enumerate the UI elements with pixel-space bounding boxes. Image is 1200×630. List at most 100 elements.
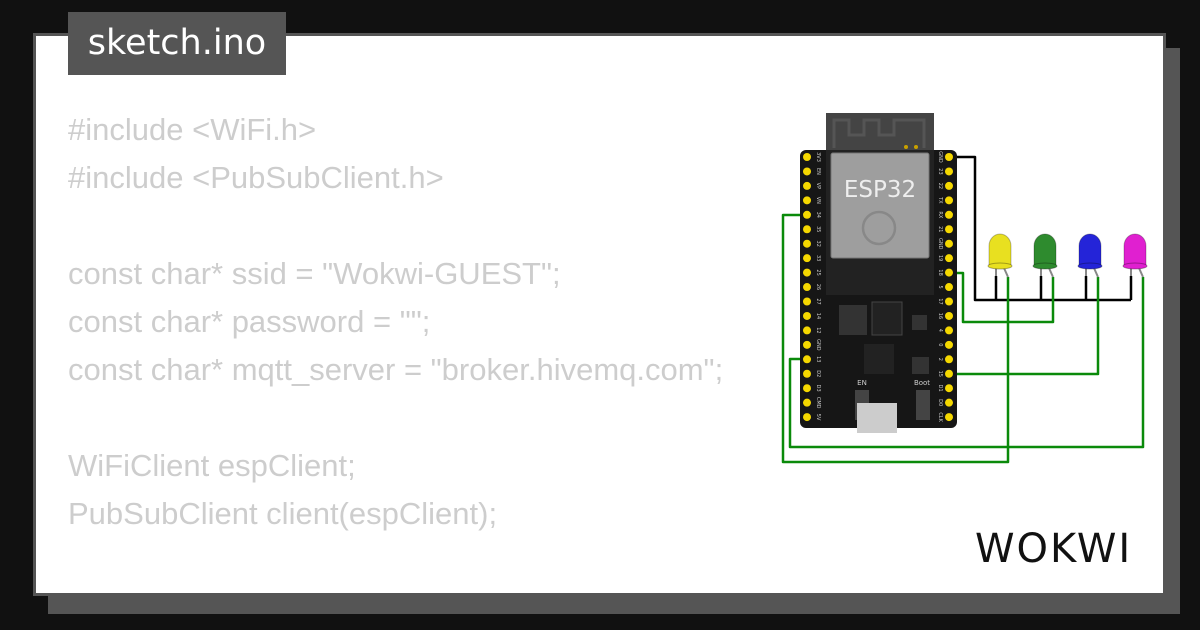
code-line: #include <WiFi.h> bbox=[68, 112, 317, 147]
pin-12[interactable] bbox=[803, 326, 811, 335]
pin-label: 18 bbox=[937, 269, 943, 275]
espressif-logo-icon bbox=[861, 210, 897, 246]
pin-label: 17 bbox=[937, 298, 943, 304]
pin-26[interactable] bbox=[803, 283, 811, 292]
pin-label: TX bbox=[937, 196, 943, 204]
pin-label: 16 bbox=[937, 313, 943, 319]
pin-VP[interactable] bbox=[803, 181, 811, 190]
code-line: const char* mqtt_server = "broker.hivemq… bbox=[68, 352, 724, 387]
pin-label: 14 bbox=[815, 313, 821, 319]
pin-23[interactable] bbox=[945, 167, 953, 176]
wire-signal-yellow[interactable] bbox=[781, 213, 1010, 464]
pin-2[interactable] bbox=[945, 355, 953, 364]
pin-GND[interactable] bbox=[945, 239, 953, 248]
pin-CMD[interactable] bbox=[803, 398, 811, 407]
pin-32[interactable] bbox=[803, 239, 811, 248]
pin-VN[interactable] bbox=[803, 196, 811, 205]
pin-label: 25 bbox=[815, 269, 821, 275]
pin-label: 34 bbox=[815, 212, 821, 218]
pin-TX[interactable] bbox=[945, 196, 953, 205]
code-line: const char* password = ""; bbox=[68, 304, 431, 339]
pin-21[interactable] bbox=[945, 225, 953, 234]
pin-35[interactable] bbox=[803, 225, 811, 234]
wire-signal-magenta[interactable] bbox=[788, 277, 1145, 449]
pin-label: 4 bbox=[937, 329, 943, 332]
led-yellow[interactable] bbox=[987, 233, 1013, 278]
module-shield bbox=[830, 152, 930, 259]
pin-label: 35 bbox=[815, 226, 821, 232]
pin-label: 2 bbox=[937, 358, 943, 361]
pin-label: D0 bbox=[937, 399, 943, 406]
esp32-board[interactable]: ESP32 EN Boot 3V3ENVPVN34353233252627141… bbox=[800, 113, 957, 433]
pin-34[interactable] bbox=[803, 210, 811, 219]
pin-15[interactable] bbox=[945, 369, 953, 378]
code-line: PubSubClient client(espClient); bbox=[68, 496, 498, 531]
pin-label: GND bbox=[937, 151, 943, 163]
pin-label: 22 bbox=[937, 183, 943, 189]
pin-label: 26 bbox=[815, 284, 821, 290]
pin-label: 0 bbox=[937, 343, 943, 346]
pin-D3[interactable] bbox=[803, 384, 811, 393]
pin-label: RX bbox=[937, 211, 943, 218]
pin-17[interactable] bbox=[945, 297, 953, 306]
pin-0[interactable] bbox=[945, 340, 953, 349]
pin-13[interactable] bbox=[803, 355, 811, 364]
pin-label: D1 bbox=[937, 385, 943, 392]
usb-port bbox=[857, 403, 897, 433]
pin-label: VN bbox=[815, 197, 821, 204]
pin-label: 5V bbox=[815, 414, 821, 421]
pin-27[interactable] bbox=[803, 297, 811, 306]
pin-GND[interactable] bbox=[945, 153, 953, 161]
pin-3V3[interactable] bbox=[803, 153, 811, 161]
pin-19[interactable] bbox=[945, 254, 953, 263]
pin-5V[interactable] bbox=[803, 413, 811, 422]
pin-label: 27 bbox=[815, 298, 821, 304]
pin-label: 15 bbox=[937, 371, 943, 377]
pin-label: 19 bbox=[937, 255, 943, 261]
preview-card: #include <WiFi.h> #include <PubSubClient.… bbox=[33, 33, 1166, 596]
pin-D1[interactable] bbox=[945, 384, 953, 393]
pin-label: 12 bbox=[815, 327, 821, 333]
pin-5[interactable] bbox=[945, 283, 953, 292]
pin-22[interactable] bbox=[945, 181, 953, 190]
code-line: #include <PubSubClient.h> bbox=[68, 160, 444, 195]
pin-18[interactable] bbox=[945, 268, 953, 277]
led-blue[interactable] bbox=[1077, 233, 1103, 278]
pin-RX[interactable] bbox=[945, 210, 953, 219]
pin-label: 13 bbox=[815, 356, 821, 362]
pin-label: EN bbox=[815, 168, 821, 175]
pin-CLK[interactable] bbox=[945, 413, 953, 422]
board-label: ESP32 bbox=[844, 177, 916, 203]
code-line: WiFiClient espClient; bbox=[68, 448, 356, 483]
pin-33[interactable] bbox=[803, 254, 811, 263]
pin-label: 3V3 bbox=[815, 152, 821, 162]
file-tab[interactable]: sketch.ino bbox=[68, 12, 286, 75]
code-line: void setup_wifi() { bbox=[68, 586, 723, 593]
pin-label: 23 bbox=[937, 168, 943, 174]
wokwi-logo: WOKWI bbox=[975, 526, 1132, 572]
pin-D0[interactable] bbox=[945, 398, 953, 407]
pin-25[interactable] bbox=[803, 268, 811, 277]
pin-14[interactable] bbox=[803, 311, 811, 320]
led-green[interactable] bbox=[1032, 233, 1058, 278]
pin-label: GND bbox=[937, 238, 943, 250]
boot-button[interactable] bbox=[916, 390, 930, 420]
pin-D2[interactable] bbox=[803, 369, 811, 378]
pin-label: 5 bbox=[937, 285, 943, 288]
code-view: #include <WiFi.h> #include <PubSubClient.… bbox=[68, 106, 724, 593]
pin-label: D3 bbox=[815, 385, 821, 392]
pin-label: 33 bbox=[815, 255, 821, 261]
pin-label: VP bbox=[815, 183, 821, 189]
led-magenta[interactable] bbox=[1122, 233, 1148, 278]
code-line: const char* ssid = "Wokwi-GUEST"; bbox=[68, 256, 561, 291]
pin-GND[interactable] bbox=[803, 340, 811, 349]
boot-label: Boot bbox=[914, 379, 930, 387]
pin-label: 21 bbox=[937, 226, 943, 232]
wire-signal-blue[interactable] bbox=[949, 277, 1100, 376]
pin-label: D2 bbox=[815, 370, 821, 377]
pin-EN[interactable] bbox=[803, 167, 811, 176]
pin-16[interactable] bbox=[945, 311, 953, 320]
pin-4[interactable] bbox=[945, 326, 953, 335]
wire-signal-green[interactable] bbox=[949, 271, 1055, 324]
